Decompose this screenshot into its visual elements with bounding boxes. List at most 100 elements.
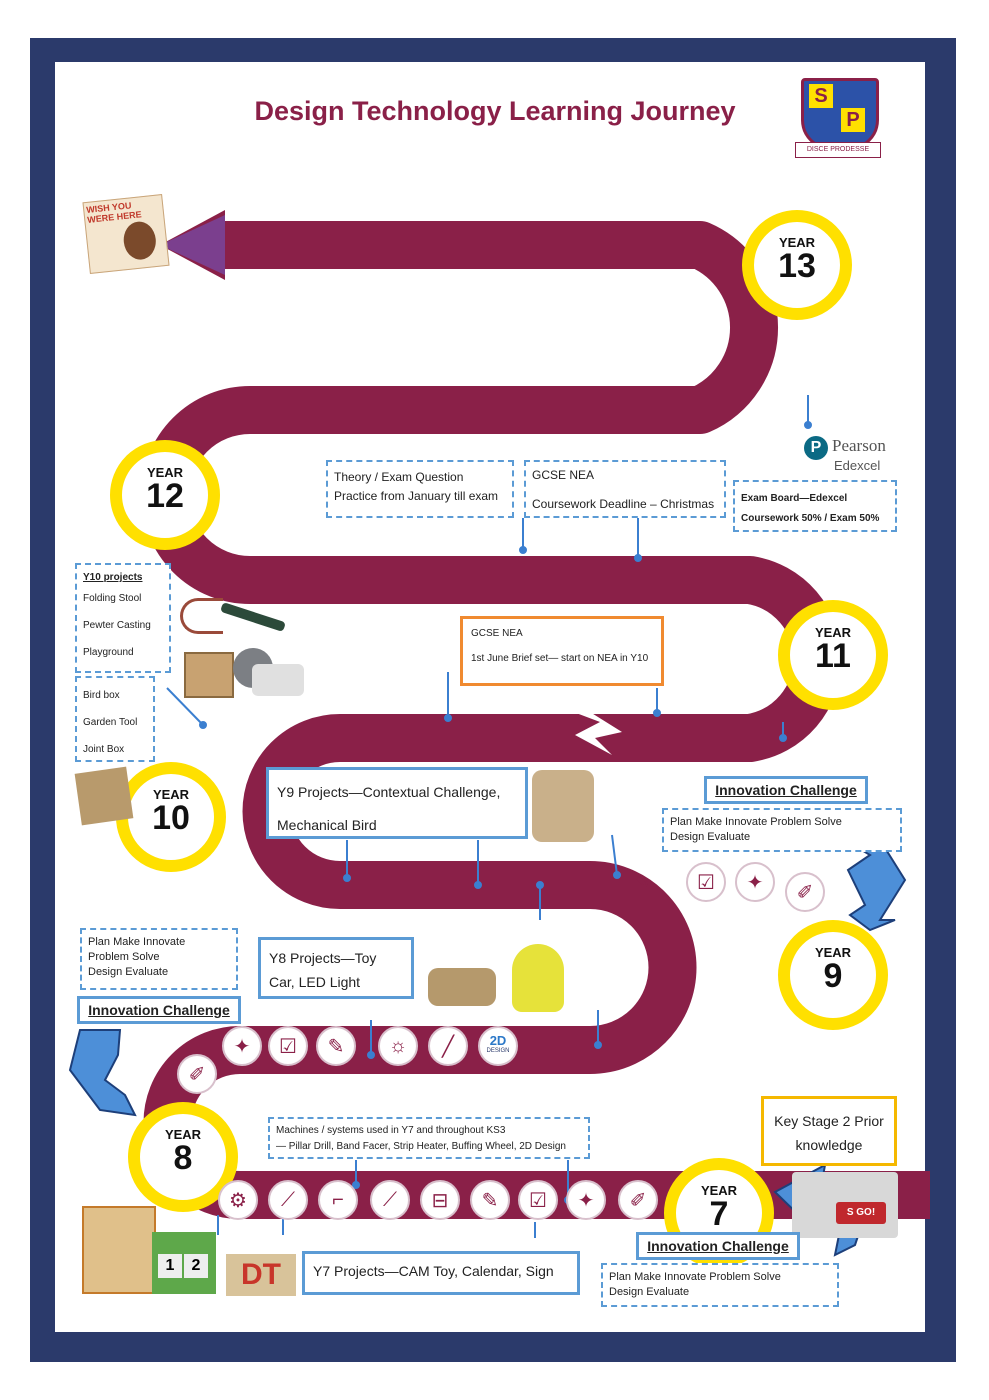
toy-car-image — [428, 968, 496, 1006]
checklist-icon: ☑ — [686, 862, 726, 902]
y10-projects-box-2: Bird box Garden Tool Joint Box — [75, 676, 155, 762]
pmi-box-bottom: Plan Make Innovate Problem Solve Design … — [601, 1263, 839, 1307]
pmi-line2: Design Evaluate — [670, 831, 751, 843]
gear-icon: ⚙ — [218, 1180, 258, 1220]
exam-board-line2: Coursework 50% / Exam 50% — [741, 513, 880, 524]
2d-sub: DESIGN — [486, 1048, 510, 1054]
pmi-left-line2: Problem Solve — [88, 951, 160, 963]
y10-projects-heading: Y10 projects — [83, 572, 143, 583]
ks2-text: Key Stage 2 Prior knowledge — [774, 1113, 884, 1153]
y9-projects-line2: Mechanical Bird — [277, 817, 377, 833]
y10-item: Garden Tool — [83, 717, 138, 728]
theory-box: Theory / Exam Question Practice from Jan… — [326, 460, 514, 518]
2d-label: 2D — [489, 1033, 507, 1048]
pencil-ruler-icon: ✎ — [634, 871, 652, 894]
page-title: Design Technology Learning Journey — [254, 96, 736, 126]
pmi-line1: Plan Make Innovate Problem Solve — [670, 816, 842, 828]
dt-sign-text: DT — [241, 1258, 281, 1291]
pearson-name: Pearson — [832, 436, 886, 455]
ks2-box: Key Stage 2 Prior knowledge — [761, 1096, 897, 1166]
machines-box: Machines / systems used in Y7 and throug… — [268, 1117, 590, 1159]
crack — [555, 705, 622, 755]
pearson-sub: Edexcel — [834, 458, 881, 473]
y10-item: Playground — [83, 647, 134, 658]
joint-box-image — [184, 652, 234, 698]
pearson-p-icon: P — [804, 436, 828, 460]
garden-fork-image — [180, 590, 290, 640]
wish-you-were-here-postcard: WISH YOU WERE HERE — [82, 194, 170, 274]
road-light-beam — [160, 215, 225, 275]
machines-line2: — Pillar Drill, Band Facer, Strip Heater… — [276, 1141, 566, 1152]
y10-item: Bird box — [83, 690, 120, 701]
crest-motto: DISCE PRODESSE — [795, 142, 881, 158]
screwdriver-icon: ⟋ — [370, 1180, 410, 1220]
calendar-cube-a: 1 — [158, 1254, 182, 1278]
pmi-box-upper: Plan Make Innovate Problem Solve Design … — [662, 808, 902, 852]
exam-board-line1: Exam Board—Edexcel — [741, 493, 848, 504]
nea-brief-box: GCSE NEA 1st June Brief set— start on NE… — [460, 616, 664, 686]
square-tool-icon: ⌐ — [318, 1180, 358, 1220]
loop-arrow-left — [68, 1029, 137, 1117]
bird-box-image — [74, 766, 134, 826]
avatar — [121, 220, 158, 262]
pencil-ruler-icon: ✎ — [316, 1026, 356, 1066]
brainstorm-icon: ✦ — [566, 1180, 606, 1220]
y10-item: Pewter Casting — [83, 620, 151, 631]
pencil-ruler-icon: ✎ — [470, 1180, 510, 1220]
dt-sign-image: DT — [226, 1254, 296, 1296]
pmi-left-line1: Plan Make Innovate — [88, 936, 186, 948]
y9-projects-box: Y9 Projects—Contextual Challenge, Mechan… — [266, 767, 528, 839]
theory-text: Theory / Exam Question Practice from Jan… — [334, 470, 499, 503]
checklist-icon: ☑ — [518, 1180, 558, 1220]
saw-icon: ⟋ — [268, 1180, 308, 1220]
innovation-challenge-title: Innovation Challenge — [704, 776, 868, 804]
clipboard-icon: ✐ — [618, 1180, 658, 1220]
pmi-bottom-line1: Plan Make Innovate Problem Solve — [609, 1271, 781, 1283]
innovation-challenge-title-left: Innovation Challenge — [77, 996, 241, 1024]
gcse-nea-box: GCSE NEA Coursework Deadline – Christmas — [524, 460, 726, 518]
gcse-nea-line1: GCSE NEA — [532, 468, 595, 482]
led-light-image — [512, 944, 564, 1012]
mechanical-bird-image — [532, 770, 594, 842]
gcse-nea-line2: Coursework Deadline – Christmas — [532, 497, 715, 511]
clipboard-icon: ✐ — [177, 1054, 217, 1094]
y8-projects-text: Y8 Projects—Toy Car, LED Light — [269, 950, 377, 990]
pearson-logo: P Pearson Edexcel — [804, 434, 904, 474]
crest-letter-s: S — [809, 84, 833, 108]
pmi-bottom-line2: Design Evaluate — [609, 1286, 690, 1298]
crest-letter-p: P — [841, 108, 865, 132]
y7-projects-box: Y7 Projects—CAM Toy, Calendar, Sign — [302, 1251, 580, 1295]
clipboard-icon: ✐ — [785, 872, 825, 912]
y10-item: Joint Box — [83, 744, 125, 755]
go-key: S GO! — [836, 1202, 886, 1224]
brainstorm-icon: ✦ — [735, 862, 775, 902]
machines-line1: Machines / systems used in Y7 and throug… — [276, 1125, 506, 1136]
playground-model-image — [252, 664, 304, 696]
exam-board-box: Exam Board—Edexcel Coursework 50% / Exam… — [733, 480, 897, 532]
loop-arrow-right — [841, 839, 907, 932]
nea-brief-line2: 1st June Brief set— start on NEA in Y10 — [471, 653, 649, 664]
pmi-box-left: Plan Make Innovate Problem Solve Design … — [80, 928, 238, 990]
y9-projects-line1: Y9 Projects—Contextual Challenge, — [277, 784, 501, 800]
y10-item: Folding Stool — [83, 593, 142, 604]
checklist-icon: ☑ — [268, 1026, 308, 1066]
y8-projects-box: Y8 Projects—Toy Car, LED Light — [258, 937, 414, 999]
keyboard-image: S GO! — [792, 1172, 898, 1238]
y10-projects-box: Y10 projects Folding Stool Pewter Castin… — [75, 563, 171, 673]
calendar-cube-b: 2 — [184, 1254, 208, 1278]
soldering-iron-icon: ╱ — [428, 1026, 468, 1066]
cam-toy-image — [82, 1206, 156, 1294]
school-crest: S P DISCE PRODESSE — [795, 78, 881, 158]
brainstorm-icon: ✦ — [222, 1026, 262, 1066]
y7-projects-text: Y7 Projects—CAM Toy, Calendar, Sign — [313, 1263, 554, 1279]
pmi-left-line3: Design Evaluate — [88, 966, 169, 978]
innovation-challenge-title-bottom: Innovation Challenge — [636, 1232, 800, 1260]
2d-design-icon: 2D DESIGN — [478, 1026, 518, 1066]
calendar-image: 1 2 — [152, 1232, 216, 1294]
nea-brief-line1: GCSE NEA — [471, 628, 523, 639]
led-bulb-icon: ☼ — [378, 1026, 418, 1066]
